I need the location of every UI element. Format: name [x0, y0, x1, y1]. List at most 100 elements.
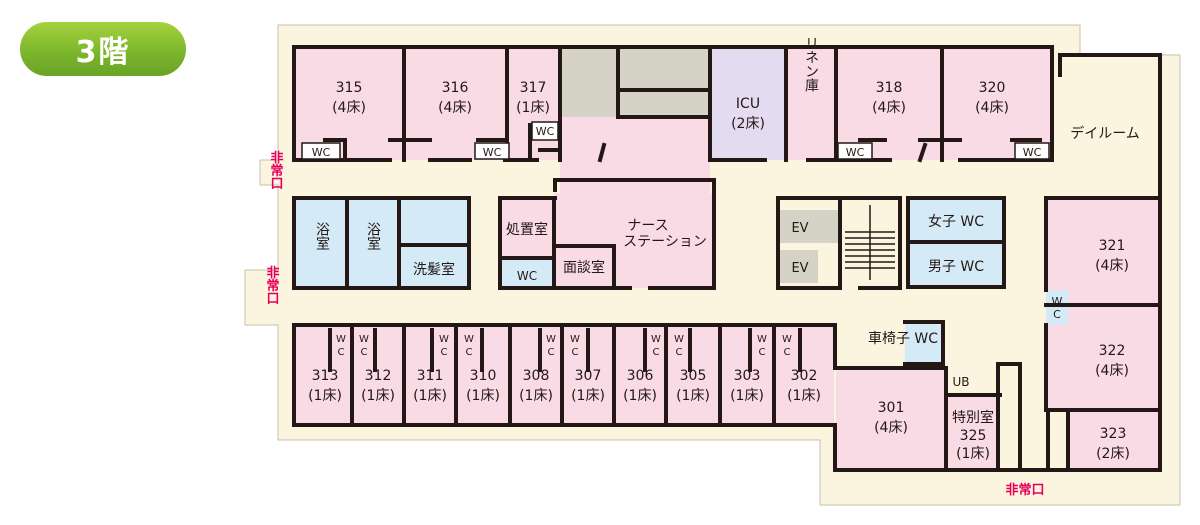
- bath-room-2: [347, 198, 399, 288]
- wc-310: W: [464, 334, 474, 345]
- room-321: [1048, 198, 1158, 303]
- room-315-no: 315: [336, 80, 363, 96]
- elevator-1: [780, 210, 838, 243]
- womens-wc: [908, 198, 1004, 241]
- wc-311: W: [439, 334, 449, 345]
- room-317-no: 317: [520, 80, 547, 96]
- emergency-exit-lower: 非常口: [264, 265, 280, 305]
- staircase-north-2: [618, 47, 710, 117]
- room-icu: [710, 47, 786, 160]
- room-322-no: 322: [1099, 343, 1126, 359]
- emergency-exit-bottom: 非常口: [1005, 482, 1044, 498]
- wc-318-label: WC: [846, 146, 865, 159]
- wc-308: C: [548, 347, 555, 358]
- room-301-beds: (4床): [874, 420, 908, 436]
- single-room-no: 311: [417, 368, 444, 384]
- wc-305: C: [676, 347, 683, 358]
- room-320-no: 320: [979, 80, 1006, 96]
- single-room-beds: (1床): [730, 388, 764, 404]
- mens-wc: [908, 244, 1004, 287]
- room-322-beds: (4床): [1095, 363, 1129, 379]
- treatment-label: 処置室: [506, 221, 548, 238]
- bath-2-label: 浴室: [365, 222, 381, 250]
- single-room-no: 310: [470, 368, 497, 384]
- wc-307: W: [570, 334, 580, 345]
- room-323-no: 323: [1100, 426, 1127, 442]
- icu-beds: (2床): [731, 116, 765, 132]
- special-room-name: 特別室: [952, 409, 994, 426]
- emergency-exit-upper: 非常口: [268, 150, 284, 190]
- single-room-beds: (1床): [787, 388, 821, 404]
- single-room-beds: (1床): [466, 388, 500, 404]
- womens-wc-label: 女子 WC: [928, 213, 984, 230]
- single-room-no: 305: [680, 368, 707, 384]
- bath-1-label: 浴室: [314, 222, 330, 250]
- special-room-no: 325: [960, 428, 987, 444]
- single-room-no: 312: [365, 368, 392, 384]
- special-room-beds: (1床): [956, 446, 990, 462]
- wc-317-label: WC: [536, 125, 555, 138]
- interview-label: 面談室: [563, 259, 605, 276]
- bath-room-1: [294, 198, 347, 288]
- wc-312: C: [361, 347, 368, 358]
- hair-wash-label: 洗髪室: [413, 261, 455, 278]
- single-room-beds: (1床): [571, 388, 605, 404]
- wc-boxes: [301, 121, 1050, 160]
- single-room-beds: (1床): [361, 388, 395, 404]
- wc-321: [1046, 290, 1068, 325]
- stair-treads: [845, 205, 895, 280]
- wc-303: C: [759, 347, 766, 358]
- wc-312: W: [359, 334, 369, 345]
- wc-313: C: [338, 347, 345, 358]
- wc-306: W: [651, 334, 661, 345]
- elevator-2: [780, 250, 818, 283]
- elevator-1-label: EV: [791, 221, 808, 236]
- wc-311: C: [441, 347, 448, 358]
- room-315-beds: (4床): [332, 100, 366, 116]
- room-320-beds: (4床): [975, 100, 1009, 116]
- room-316-no: 316: [442, 80, 469, 96]
- wc-302: C: [784, 347, 791, 358]
- wc-320-label: WC: [1023, 146, 1042, 159]
- walls: [292, 45, 1162, 472]
- floor-badge: 3階: [20, 22, 186, 76]
- single-room-beds: (1床): [308, 388, 342, 404]
- room-317-beds: (1床): [516, 100, 550, 116]
- wheelchair-wc-label: 車椅子 WC: [868, 330, 938, 347]
- wc-321-label-c: C: [1053, 308, 1061, 321]
- single-room-beds: (1床): [413, 388, 447, 404]
- single-room-no: 313: [312, 368, 339, 384]
- wc-small-label: WC: [517, 269, 537, 283]
- wc-302: W: [782, 334, 792, 345]
- wc-small: [500, 258, 554, 288]
- room-301-no: 301: [878, 400, 905, 416]
- mens-wc-label: 男子 WC: [928, 259, 984, 275]
- day-room-label: デイルーム: [1070, 125, 1140, 142]
- wc-310: C: [466, 347, 473, 358]
- treatment-room: [500, 198, 554, 258]
- room-321-no: 321: [1099, 238, 1126, 254]
- wc-315-label: WC: [312, 146, 331, 159]
- wc-308: W: [546, 334, 556, 345]
- special-room: [946, 395, 998, 470]
- nurse-station-label-2: ステーション: [623, 234, 707, 250]
- linen-room-label: リネン庫: [803, 36, 819, 92]
- linen-room: [786, 47, 836, 160]
- single-room-no: 308: [523, 368, 550, 384]
- wc-321-label: W: [1052, 295, 1063, 308]
- room-301: [836, 368, 946, 470]
- nurse-station-label-1: ナース: [627, 218, 668, 234]
- elevator-2-label: EV: [791, 261, 808, 276]
- single-room-beds: (1床): [623, 388, 657, 404]
- single-room-no: 306: [627, 368, 654, 384]
- wc-313: W: [336, 334, 346, 345]
- unit-bath: [946, 364, 976, 394]
- wc-305: W: [674, 334, 684, 345]
- room-318-beds: (4床): [872, 100, 906, 116]
- room-321-beds: (4床): [1095, 258, 1129, 274]
- room-323: [1068, 412, 1158, 470]
- room-318-no: 318: [876, 80, 903, 96]
- room-323-beds: (2床): [1096, 446, 1130, 462]
- wheelchair-wc: [905, 322, 943, 364]
